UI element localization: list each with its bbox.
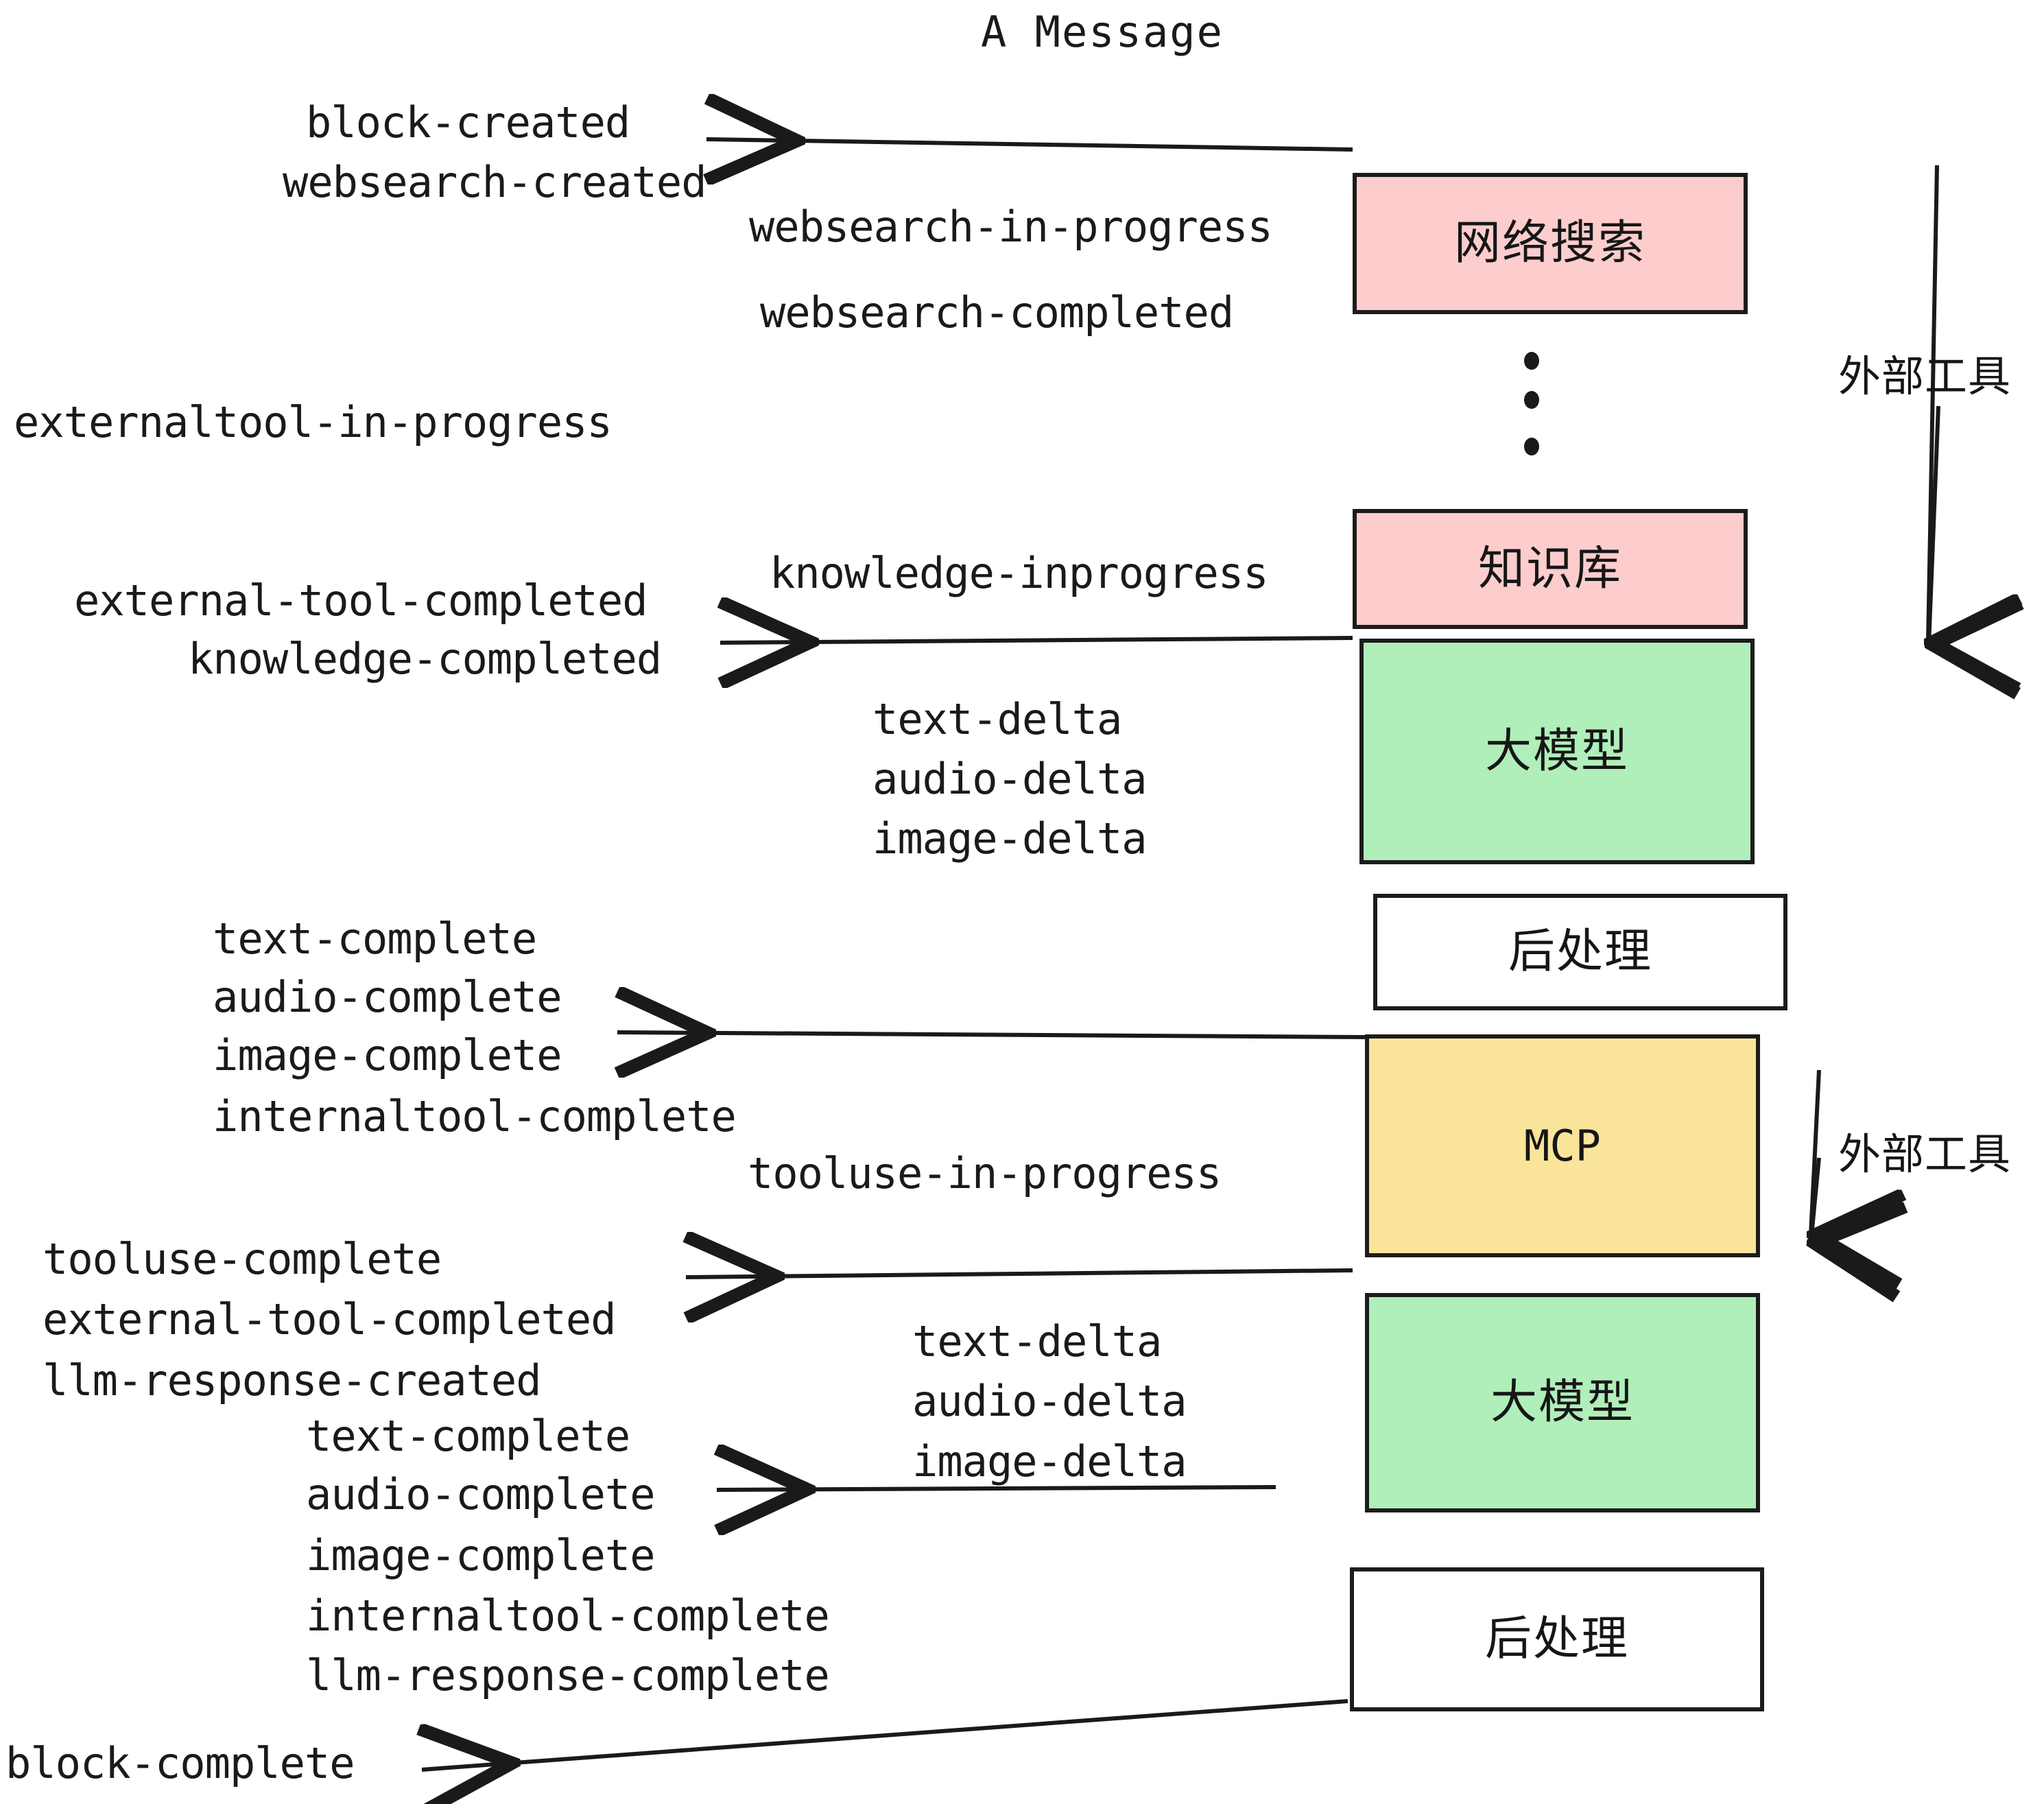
event-audio-complete-2: audio-complete xyxy=(306,1469,656,1519)
event-externaltool-in-progress: externaltool-in-progress xyxy=(14,397,613,447)
event-llm-response-created: llm-response-created xyxy=(43,1355,542,1405)
arrow-block-complete xyxy=(422,1699,1348,1770)
page-title: A Message xyxy=(981,7,1224,57)
event-external-tool-completed-2: external-tool-completed xyxy=(43,1294,617,1344)
arrow-websearch-created xyxy=(706,139,1353,150)
event-block-created: block-created xyxy=(306,97,630,147)
event-image-complete-2: image-complete xyxy=(306,1530,656,1580)
box-llm-top[interactable]: 大模型 xyxy=(1359,639,1755,864)
ellipsis-dot xyxy=(1524,391,1539,409)
event-tooluse-complete: tooluse-complete xyxy=(43,1234,442,1284)
arrow-image-complete xyxy=(617,1032,1366,1037)
box-knowledge-label: 知识库 xyxy=(1477,541,1622,596)
event-audio-delta-2: audio-delta xyxy=(912,1376,1187,1426)
event-knowledge-inprogress: knowledge-inprogress xyxy=(770,548,1269,598)
event-image-complete-1: image-complete xyxy=(213,1030,562,1080)
box-websearch[interactable]: 网络搜索 xyxy=(1353,173,1748,314)
box-mcp[interactable]: MCP xyxy=(1365,1034,1760,1257)
event-text-complete-1: text-complete xyxy=(213,914,537,964)
arrow-knowledge-completed xyxy=(720,638,1353,643)
event-external-tool-completed-1: external-tool-completed xyxy=(74,575,648,626)
event-audio-delta-1: audio-delta xyxy=(872,754,1148,804)
event-websearch-created: websearch-created xyxy=(283,157,707,207)
bracket-label-external-tools-top: 外部工具 xyxy=(1838,351,2012,401)
event-text-delta-2: text-delta xyxy=(912,1316,1162,1366)
event-knowledge-completed: knowledge-completed xyxy=(188,634,662,684)
box-mcp-label: MCP xyxy=(1524,1120,1601,1171)
arrow-audio-complete xyxy=(717,1487,1276,1490)
box-postprocess-top[interactable]: 后处理 xyxy=(1373,894,1787,1010)
event-internaltool-complete-2: internaltool-complete xyxy=(306,1591,830,1641)
box-postprocess-bottom-label: 后处理 xyxy=(1484,1612,1629,1666)
bracket-external-tools-top xyxy=(1928,165,1938,645)
box-knowledge[interactable]: 知识库 xyxy=(1353,509,1748,629)
box-llm-bottom[interactable]: 大模型 xyxy=(1365,1293,1760,1512)
event-websearch-completed: websearch-completed xyxy=(760,287,1234,337)
event-audio-complete-1: audio-complete xyxy=(213,972,562,1022)
event-text-complete-2: text-complete xyxy=(306,1411,630,1461)
event-tooluse-in-progress: tooluse-in-progress xyxy=(748,1148,1222,1198)
event-websearch-in-progress: websearch-in-progress xyxy=(749,202,1273,252)
ellipsis-dot xyxy=(1524,352,1539,370)
box-postprocess-bottom[interactable]: 后处理 xyxy=(1350,1567,1764,1711)
event-block-complete: block-complete xyxy=(5,1738,355,1788)
event-image-delta-2: image-delta xyxy=(912,1436,1187,1486)
box-websearch-label: 网络搜索 xyxy=(1453,216,1646,270)
event-llm-response-complete: llm-response-complete xyxy=(306,1650,830,1700)
event-image-delta-1: image-delta xyxy=(872,814,1148,864)
ellipsis-dot xyxy=(1524,438,1539,455)
box-postprocess-top-label: 后处理 xyxy=(1508,925,1652,979)
bracket-external-tools-bottom xyxy=(1811,1069,1819,1243)
box-llm-bottom-label: 大模型 xyxy=(1490,1375,1635,1429)
arrow-tooluse-complete xyxy=(686,1270,1353,1277)
event-internaltool-complete-1: internaltool-complete xyxy=(213,1091,737,1141)
bracket-label-external-tools-bottom: 外部工具 xyxy=(1838,1129,2012,1179)
event-text-delta-1: text-delta xyxy=(872,694,1122,744)
box-llm-top-label: 大模型 xyxy=(1484,724,1629,779)
